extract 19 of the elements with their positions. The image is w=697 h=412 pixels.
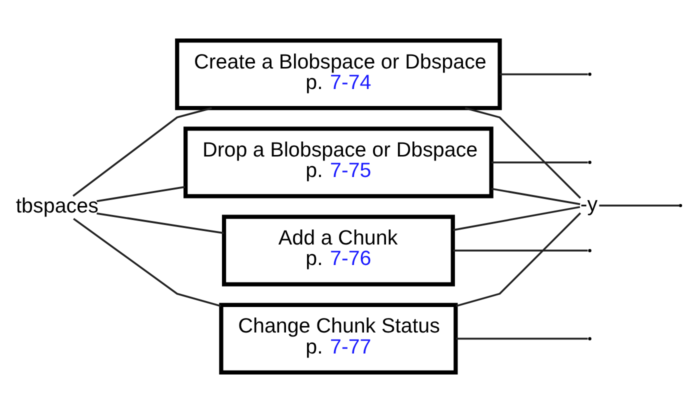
- connector: [453, 206, 580, 230]
- connector: [96, 186, 186, 202]
- node-text: -y: [580, 192, 598, 216]
- connector: [599, 204, 680, 206]
- connector: [464, 106, 582, 198]
- connector: [491, 187, 580, 205]
- node-box: Create a Blobspace or Dbspace p. 7-74: [175, 38, 502, 110]
- connector: [456, 212, 582, 306]
- connector: [73, 217, 221, 306]
- node-box: Change Chunk Status p. 7-77: [219, 302, 458, 374]
- connector: [453, 249, 588, 252]
- connector: [491, 160, 588, 163]
- connector: [96, 212, 224, 234]
- node-box: Drop a Blobspace or Dbspace p. 7-75: [184, 126, 494, 198]
- connector: [456, 337, 588, 340]
- connector: [500, 72, 588, 75]
- node-text: tbspaces: [16, 194, 98, 218]
- node-box: Add a Chunk p. 7-76: [222, 214, 455, 286]
- connector: [72, 106, 212, 196]
